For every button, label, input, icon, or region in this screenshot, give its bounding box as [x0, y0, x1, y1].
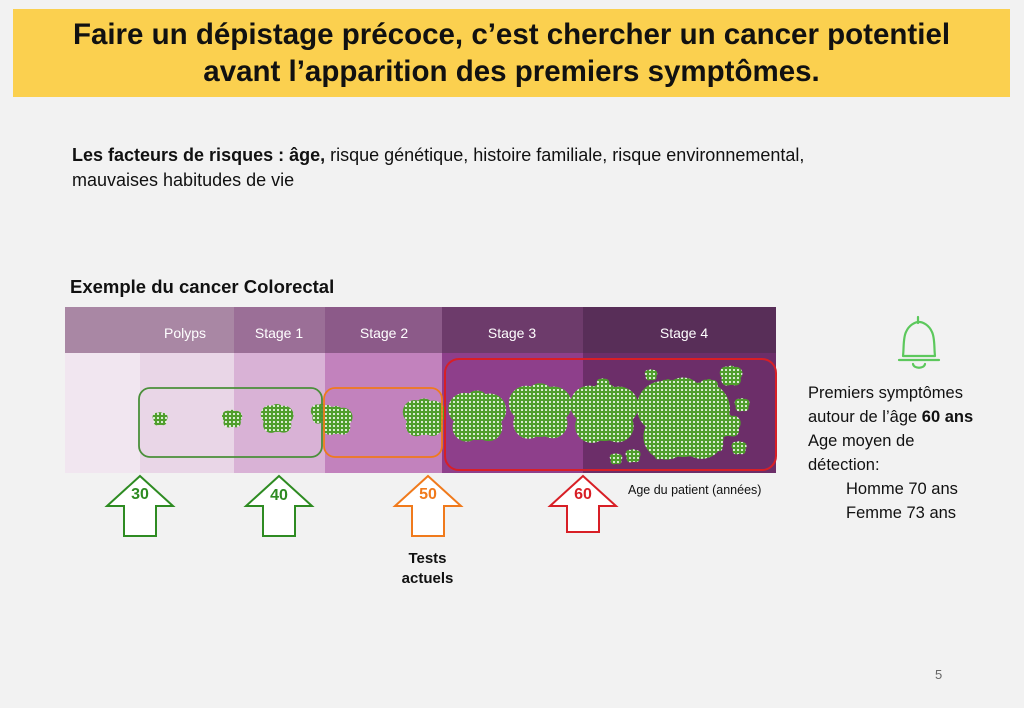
- tumor-blob: [570, 382, 639, 443]
- tumor-blob: [222, 409, 243, 428]
- band-polyps: [140, 353, 234, 473]
- tumor-blob: [319, 406, 353, 435]
- header-stage-3: [442, 307, 583, 353]
- header-polyps: [140, 307, 234, 353]
- tumor-blob: [719, 365, 743, 386]
- tumor-blob: [596, 378, 610, 390]
- title-line-1: Faire un dépistage précoce, c’est cherch…: [72, 18, 951, 51]
- tumor-blob: [644, 369, 658, 381]
- stage-label-polyps: Polyps: [164, 325, 206, 341]
- tumor-blob: [700, 378, 718, 395]
- risk-factors-line2: mauvaises habitudes de vie: [72, 170, 295, 190]
- tests-line-2: actuels: [401, 570, 454, 587]
- risk-factors-bold: Les facteurs de risques : âge,: [72, 145, 326, 165]
- title-band: [13, 9, 1010, 97]
- tumor-blob: [508, 383, 572, 439]
- current-tests: Tests actuels: [390, 549, 465, 589]
- symptoms-women: Femme 73 ans: [846, 504, 957, 522]
- header-stage-2: [325, 307, 442, 353]
- tumor-blob: [731, 441, 747, 455]
- stage-label-4: Stage 4: [660, 325, 708, 341]
- stage-label-2: Stage 2: [360, 325, 408, 341]
- symptoms-line-4: détection:: [808, 456, 880, 474]
- tumor-blob: [152, 412, 168, 426]
- age-label-40: 40: [270, 487, 288, 504]
- bell-icon: [897, 315, 941, 369]
- tests-line-1: Tests: [408, 550, 447, 567]
- header-stage-4: [583, 307, 776, 353]
- stage-label-1: Stage 1: [255, 325, 303, 341]
- tumor-blob: [678, 442, 692, 454]
- age-arrow-60: 60: [547, 474, 619, 533]
- box-stage2: [323, 387, 443, 458]
- age-label-60: 60: [574, 486, 592, 503]
- symptoms-age-value: 60 ans: [921, 408, 974, 426]
- symptoms-line-1: Premiers symptômes: [808, 384, 963, 402]
- tumor-blob: [710, 440, 724, 452]
- tumor-blob: [660, 379, 676, 393]
- stage-label-3: Stage 3: [488, 325, 536, 341]
- box-stage3-4: [444, 358, 777, 471]
- title-line-2: avant l’apparition des premiers symptôme…: [203, 55, 820, 88]
- box-polyps-stage1: [138, 387, 323, 458]
- tumor-blob: [609, 453, 623, 465]
- tumor-cells: [152, 365, 750, 465]
- age-label-50: 50: [419, 486, 437, 503]
- tumor-blob: [402, 398, 446, 437]
- risk-factors-rest: risque génétique, histoire familiale, ri…: [325, 145, 805, 165]
- symptoms-line-3: Age moyen de: [808, 432, 915, 450]
- symptoms-men: Homme 70 ans: [846, 480, 958, 498]
- tumor-blob: [260, 404, 294, 433]
- symptoms-age-prefix: autour de l’âge: [808, 408, 922, 426]
- slide-title: Faire un dépistage précoce, c’est cherch…: [13, 16, 1010, 90]
- age-axis-label: Age du patient (années): [628, 483, 762, 497]
- age-arrow-50: 50: [392, 474, 464, 537]
- risk-factors: Les facteurs de risques : âge, risque gé…: [72, 143, 972, 193]
- age-arrow-40: 40: [243, 474, 315, 537]
- symptoms-line-2: autour de l’âge 60 ans: [808, 405, 973, 429]
- symptoms-text: Premiers symptômes autour de l’âge 60 an…: [808, 381, 973, 525]
- tumor-blob: [448, 390, 507, 442]
- example-title: Exemple du cancer Colorectal: [70, 276, 335, 297]
- band-blank: [65, 353, 140, 473]
- tumor-blob: [715, 414, 741, 437]
- age-arrow-30: 30: [104, 474, 176, 537]
- page-number: 5: [935, 667, 943, 682]
- tumor-blob: [625, 449, 641, 463]
- tumor-blob: [653, 446, 669, 460]
- age-label-30: 30: [131, 486, 149, 503]
- header-blank: [65, 307, 140, 353]
- tumor-blob: [734, 398, 750, 412]
- header-stage-1: [234, 307, 325, 353]
